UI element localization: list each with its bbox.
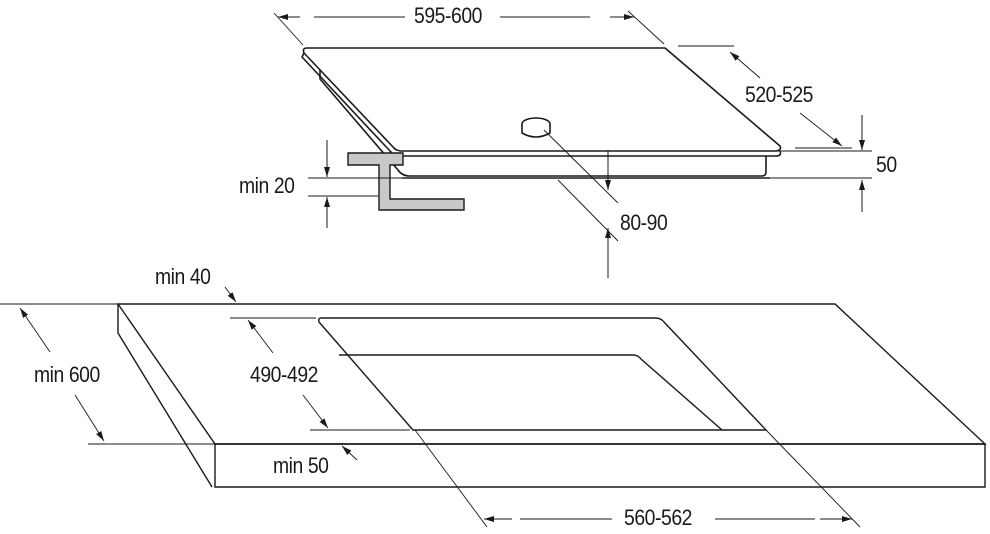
label-cutout-depth: 490-492 xyxy=(250,362,318,387)
label-worktop-depth: min 600 xyxy=(34,362,100,387)
dim-50 xyxy=(770,115,872,212)
dim-520-525 xyxy=(678,45,852,149)
hob-body xyxy=(319,70,767,177)
label-back-margin: min 40 xyxy=(155,264,211,289)
worktop-left-side xyxy=(117,304,213,488)
label-bracket-min: min 20 xyxy=(239,173,295,198)
dim-min-20 xyxy=(308,140,770,228)
hob-drawing xyxy=(301,47,782,177)
label-cutout-width: 560-562 xyxy=(624,505,692,530)
label-hob-width: 595-600 xyxy=(414,3,482,28)
dim-80-90 xyxy=(543,129,619,278)
label-clearance-below: 80-90 xyxy=(620,210,668,235)
cutout-outer xyxy=(318,317,768,431)
fixing-bracket xyxy=(347,152,465,211)
dim-560-562 xyxy=(414,429,861,528)
worktop-drawing xyxy=(116,303,987,488)
dim-490-492 xyxy=(230,317,410,431)
label-front-margin: min 50 xyxy=(273,453,329,478)
dim-min-50 xyxy=(341,445,358,461)
dim-min-40 xyxy=(224,286,237,303)
worktop-front xyxy=(214,443,986,488)
dim-595-600 xyxy=(273,10,665,46)
hob-glass-top xyxy=(302,47,782,152)
dim-min-600 xyxy=(0,303,215,445)
label-hob-height: 50 xyxy=(876,152,897,177)
label-hob-depth: 520-525 xyxy=(745,82,813,107)
worktop-top xyxy=(116,303,987,445)
cutout-inner xyxy=(339,354,723,431)
